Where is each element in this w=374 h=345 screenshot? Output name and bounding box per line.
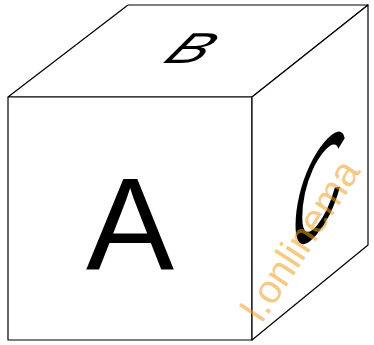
face-letter: A	[86, 159, 174, 291]
face-edge	[8, 97, 252, 340]
front-face: A	[8, 97, 252, 340]
